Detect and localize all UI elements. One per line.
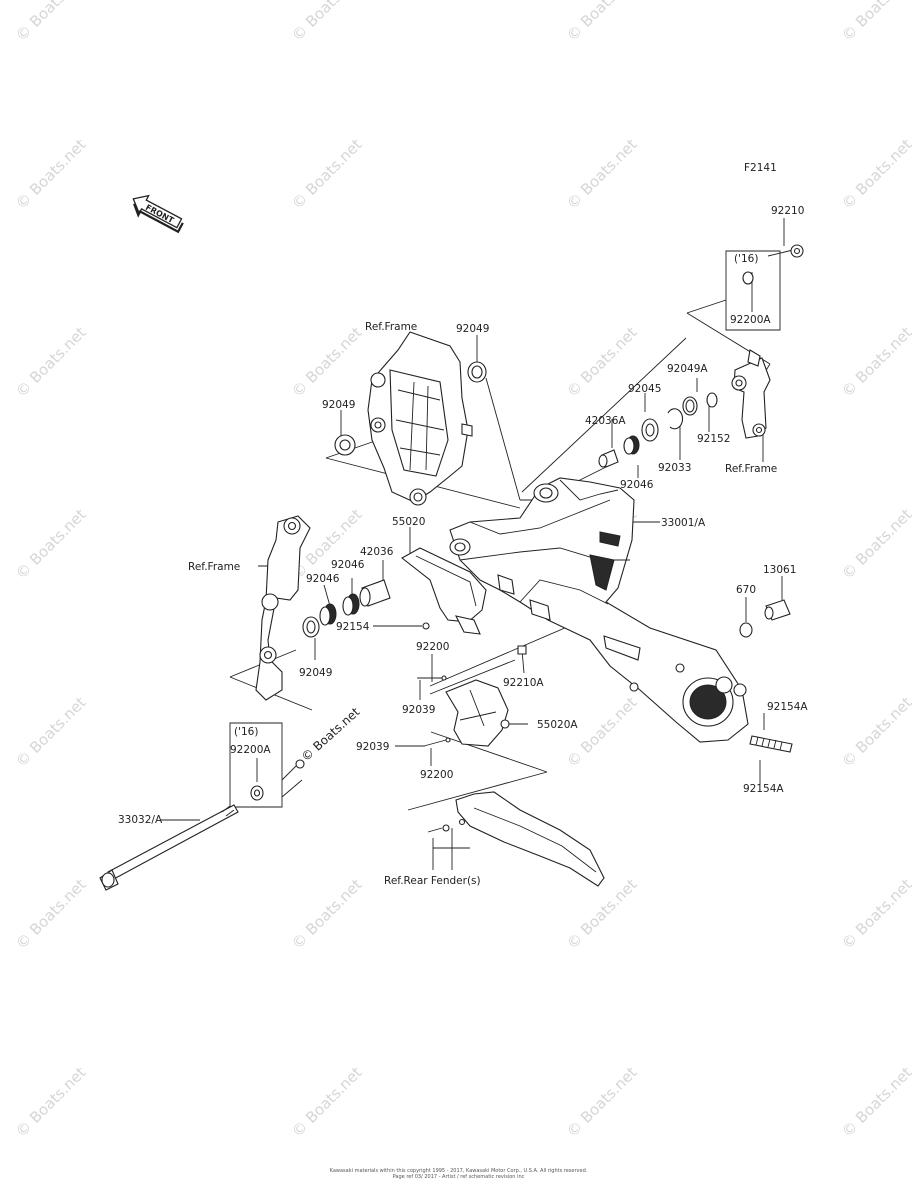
inline-watermark: © Boats.net [299,705,363,765]
footer-line-2: Page ref 03/ 2017 - Artist / ref schemat… [392,1174,525,1180]
diagram-id: F2141 [744,162,777,174]
guard-55020a [445,679,510,747]
label-92046-left2: 92046 [306,573,340,585]
rear-fender [427,791,605,887]
watermark: © Boats.net [288,323,366,401]
label-55020a: 55020A [537,719,578,731]
seal-92049-left [334,434,356,456]
swingarm-33001 [449,477,749,743]
label-13061: 13061 [763,564,796,576]
label-92046-left: 92046 [331,559,365,571]
label-33032a: 33032/A [118,814,163,826]
bolt-92154 [422,622,430,630]
front-arrow-icon: FRONT [132,194,184,234]
ref-frame-upper-bracket [367,331,473,506]
watermark: © Boats.net [12,1063,90,1141]
bolt-92210a [517,645,527,655]
label-92039-a: 92039 [402,704,435,716]
label-ref-frame-top: Ref.Frame [365,321,417,333]
label-92210: 92210 [771,205,804,217]
label-92154a-a: 92154A [767,701,808,713]
chain-guide-55020 [401,547,487,635]
bearing-stack-left [302,579,391,638]
watermark: © Boats.net [12,0,90,45]
watermark: © Boats.net [12,135,90,213]
label-ref-rear-fender: Ref.Rear Fender(s) [384,875,481,887]
leader-lines [160,218,794,870]
watermark: © Boats.net [838,1063,916,1141]
ref-frame-right-bracket [731,349,771,439]
label-y16-top: ('16) [734,253,758,265]
watermark: © Boats.net [12,505,90,583]
label-55020: 55020 [392,516,425,528]
washer-92200a-bottom [250,785,264,801]
label-92049-b: 92049 [322,399,355,411]
watermark: © Boats.net [12,323,90,401]
label-33001a: 33001/A [661,517,706,529]
o-ring-670 [739,622,753,638]
label-92049-a: 92049 [456,323,489,335]
bearing-stack-right [598,392,718,468]
label-92210a: 92210A [503,677,544,689]
label-92200-mid: 92200 [416,641,449,653]
label-92200a-bottom: 92200A [230,744,271,756]
label-92049-c: 92049 [299,667,332,679]
label-92152: 92152 [697,433,730,445]
watermark: © Boats.net [12,693,90,771]
bolt-13061 [764,599,791,621]
watermark: © Boats.net [288,0,366,45]
label-92154a-b: 92154A [743,783,784,795]
adjuster-bolt-92154a [749,735,793,753]
washer-92200a-top [742,271,754,285]
watermark: © Boats.net [563,693,641,771]
label-92033: 92033 [658,462,691,474]
watermark: © Boats.net [838,875,916,953]
label-92045: 92045 [628,383,661,395]
label-92200-low: 92200 [420,769,453,781]
pivot-shaft-33032 [99,804,239,891]
watermark: © Boats.net [288,135,366,213]
nut-lower [295,759,305,769]
watermark: © Boats.net [288,1063,366,1141]
watermark: © Boats.net [838,323,916,401]
label-ref-frame-right: Ref.Frame [725,463,777,475]
label-ref-frame-left: Ref.Frame [188,561,240,573]
watermark: © Boats.net [288,875,366,953]
watermark: © Boats.net [563,1063,641,1141]
ref-frame-left-bracket [255,515,311,701]
label-42036: 42036 [360,546,394,558]
part-labels: 92210 ('16) 92200A Ref.Frame 92049 92049… [118,205,808,887]
label-92049a: 92049A [667,363,708,375]
watermark: © Boats.net [563,0,641,45]
watermark: © Boats.net [838,505,916,583]
copyright-footer: Kawasaki materials within this copyright… [0,1168,917,1180]
watermark: © Boats.net [563,875,641,953]
label-92039-b: 92039 [356,741,389,753]
watermark: © Boats.net [838,0,916,45]
screw-92039-lower [423,737,451,747]
watermark: © Boats.net [838,693,916,771]
label-670: 670 [736,584,756,596]
label-92046-right: 92046 [620,479,654,491]
seal-92049-upper [467,361,487,383]
label-y16-bottom: ('16) [234,726,258,738]
watermark: © Boats.net [563,135,641,213]
watermark: © Boats.net [12,875,90,953]
label-92200a-top: 92200A [730,314,771,326]
label-42036a: 42036A [585,415,626,427]
footer-line-1: Kawasaki materials within this copyright… [329,1168,588,1174]
watermark: © Boats.net [838,135,916,213]
screw-92039-upper [418,675,447,681]
label-92154: 92154 [336,621,370,633]
nut-92210 [790,244,804,258]
